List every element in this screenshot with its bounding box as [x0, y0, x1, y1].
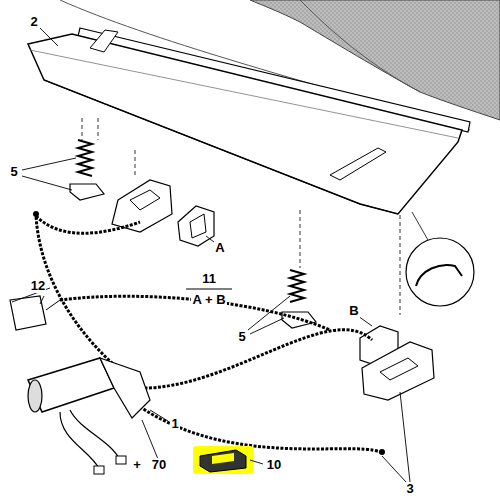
motor-wire — [60, 410, 120, 470]
callout-number: 10 — [266, 458, 282, 472]
cable-end — [379, 449, 385, 455]
leader-line — [412, 212, 428, 240]
spoiler — [28, 34, 462, 214]
callout-number: 11 — [201, 272, 217, 286]
spoiler-edge — [30, 50, 458, 138]
spring — [290, 270, 304, 302]
fraction-bar — [186, 288, 232, 289]
plus-symbol: + — [132, 458, 142, 472]
callout-number: 3 — [405, 482, 414, 496]
spring-clip — [70, 184, 104, 200]
clip — [178, 206, 214, 246]
callout-formula: A + B — [191, 293, 226, 307]
hinge-bracket — [380, 358, 418, 380]
clip — [190, 214, 206, 238]
motor — [28, 358, 114, 412]
callout-number: 70 — [151, 458, 167, 472]
seal-profile — [416, 265, 462, 286]
callout-letter: A — [214, 241, 225, 255]
callout-number: 12 — [30, 279, 46, 293]
gearbox — [100, 358, 150, 418]
motor-plug — [94, 466, 104, 474]
callout-letter: B — [348, 304, 359, 318]
switch — [200, 450, 246, 472]
callout-number: 1 — [170, 417, 179, 431]
spring — [78, 140, 92, 176]
detail-circle — [406, 238, 474, 306]
leader-line — [12, 28, 410, 482]
relay-tab — [46, 300, 60, 310]
spoiler-edge — [44, 80, 398, 214]
callout-number: 5 — [237, 330, 246, 344]
guide-line — [82, 118, 400, 315]
hinge-bracket — [112, 180, 172, 232]
hinge-bracket — [130, 190, 160, 210]
hinge-arm — [330, 148, 386, 180]
cable-end — [33, 211, 39, 217]
switch-face — [212, 453, 234, 464]
motor-plug — [116, 456, 126, 464]
motor — [28, 380, 42, 412]
switch-highlight — [193, 446, 253, 474]
cable — [36, 216, 380, 452]
hinge-arm — [90, 30, 118, 52]
callout-number: 5 — [9, 165, 18, 179]
body-line — [300, 0, 420, 92]
hinge-bracket — [362, 342, 434, 400]
callout-number: 2 — [29, 15, 38, 29]
